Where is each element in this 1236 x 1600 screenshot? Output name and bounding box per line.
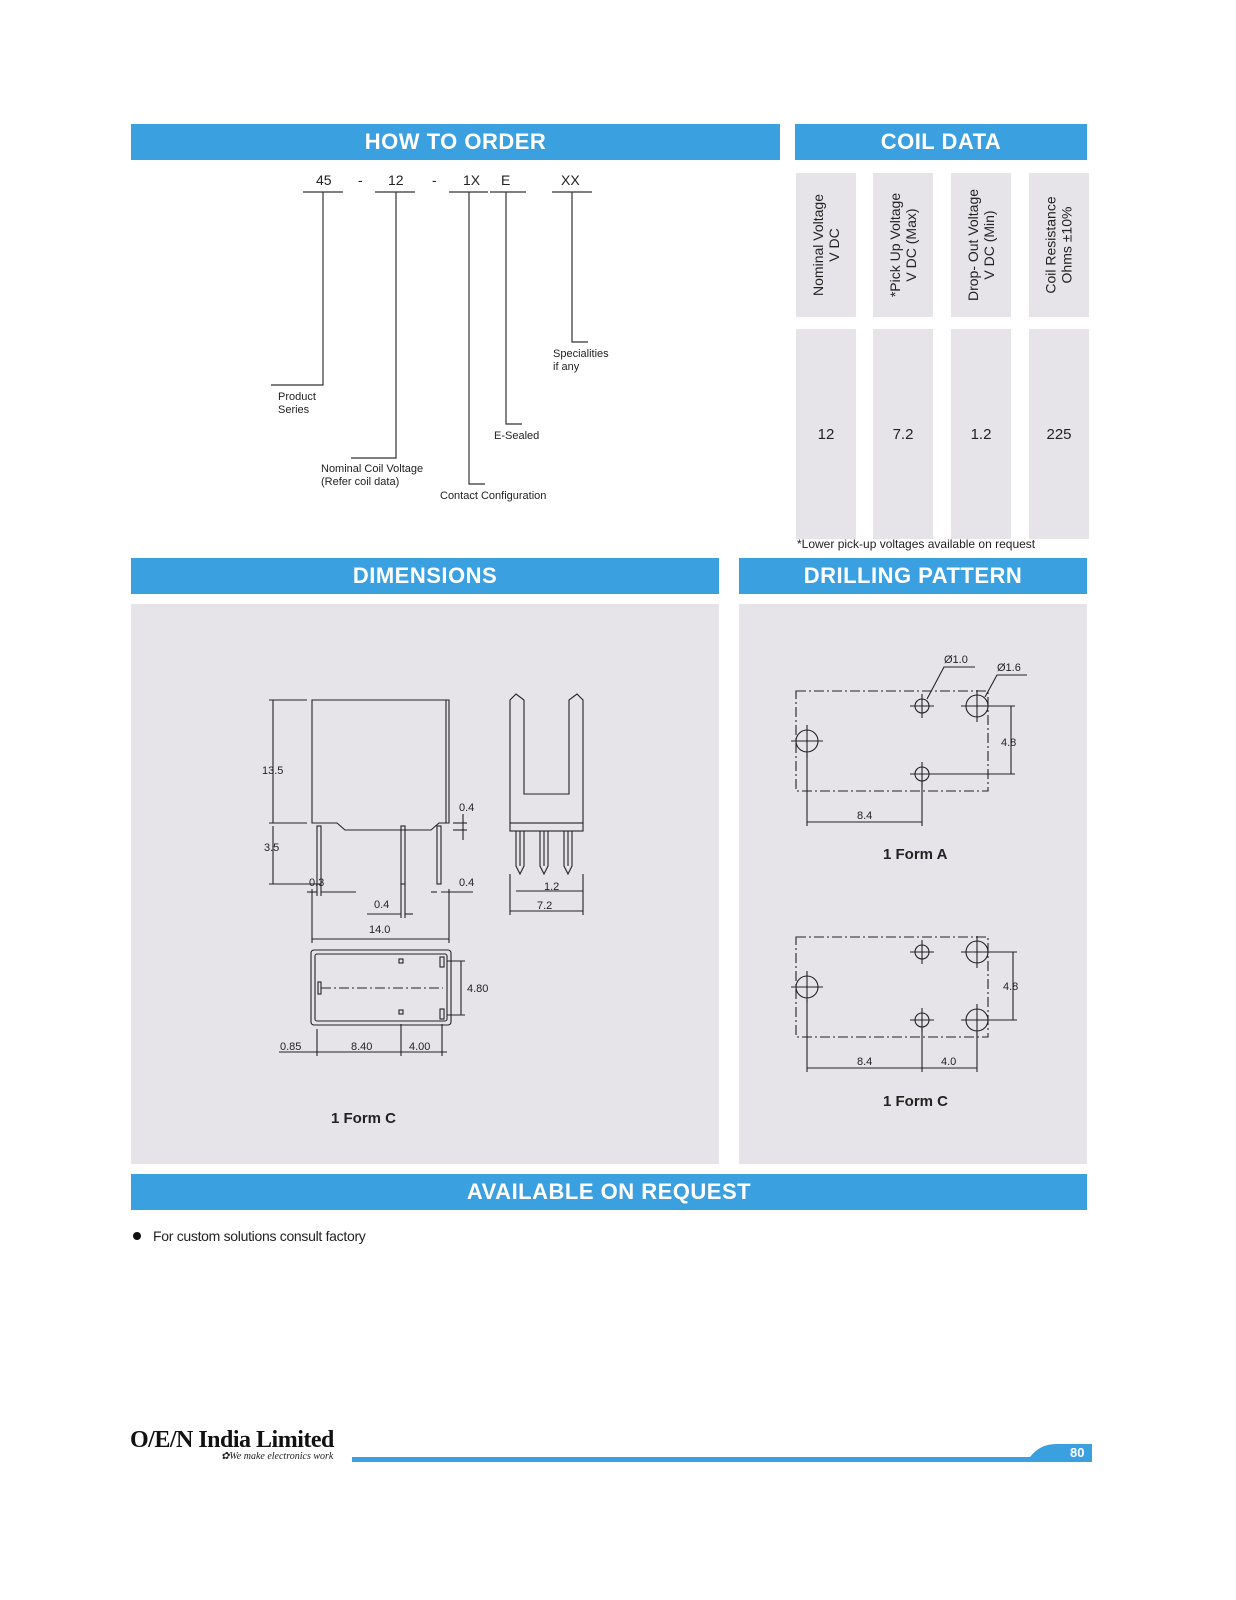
dim-7-2: 7.2 <box>537 900 552 912</box>
drilling-form-c-label: 1 Form C <box>883 1093 949 1110</box>
coil-data-title: COIL DATA <box>880 129 1002 154</box>
dim-0-4-c: 0.4 <box>374 899 389 911</box>
how-to-order-header: HOW TO ORDER <box>131 124 780 160</box>
footer-rule <box>352 1444 1092 1462</box>
label-product-series: Product Series <box>278 391 316 416</box>
drilling-pattern-header: DRILLING PATTERN <box>739 558 1087 594</box>
dim-14-0: 14.0 <box>369 924 390 936</box>
coil-header-nominal: Nominal Voltage V DC <box>796 173 856 317</box>
available-on-request-header: AVAILABLE ON REQUEST <box>131 1174 1087 1210</box>
dimensions-drawing: 13.5 3.5 0.4 0.3 0.4 0.4 14.0 1.2 7.2 4.… <box>262 693 584 1056</box>
dim-0-3: 0.3 <box>309 877 324 889</box>
coil-header-resistance: Coil Resistance Ohms ±10% <box>1029 173 1089 317</box>
order-voltage: 12 <box>388 172 404 188</box>
dim-13-5: 13.5 <box>262 765 283 777</box>
drill-a-4-8: 4.8 <box>1001 737 1016 749</box>
footer-logo: O/E/N India Limited <box>130 1427 334 1454</box>
dim-0-4-b: 0.4 <box>459 877 474 889</box>
coil-footnote: *Lower pick-up voltages available on req… <box>797 537 1036 551</box>
dimensions-form-label: 1 Form C <box>331 1110 397 1127</box>
drill-a-dia-small: Ø1.0 <box>944 654 968 666</box>
bullet-dot-icon <box>133 1232 141 1240</box>
available-on-request-title: AVAILABLE ON REQUEST <box>466 1179 752 1204</box>
drill-c-8-4: 8.4 <box>857 1056 872 1068</box>
available-bullet-text: For custom solutions consult factory <box>153 1228 366 1244</box>
logo-text: O/E/N India Limited <box>130 1427 334 1453</box>
coil-header-dropout: Drop- Out Voltage V DC (Min) <box>951 173 1011 317</box>
label-e-sealed: E-Sealed <box>494 430 540 442</box>
coil-value-resistance: 225 <box>1029 329 1089 539</box>
drilling-form-a-label: 1 Form A <box>883 846 948 863</box>
order-dash-2: - <box>432 172 437 188</box>
label-specialities: Specialities if any <box>553 348 609 373</box>
dim-0-85: 0.85 <box>280 1041 301 1053</box>
drilling-drawing: Ø1.0 Ø1.6 4.8 8.4 4.8 8.4 4.0 <box>791 654 1027 1072</box>
coil-value-nominal: 12 <box>796 329 856 539</box>
tagline-text: We make electronics work <box>229 1451 334 1462</box>
order-dash-1: - <box>358 172 363 188</box>
order-sealed: E <box>501 172 511 188</box>
drill-c-4-0: 4.0 <box>941 1056 956 1068</box>
dim-8-40: 8.40 <box>351 1041 372 1053</box>
coil-value-dropout: 1.2 <box>951 329 1011 539</box>
dimensions-title: DIMENSIONS <box>352 563 498 588</box>
dim-3-5: 3.5 <box>264 842 279 854</box>
available-bullet-item: For custom solutions consult factory <box>133 1228 366 1244</box>
order-special: XX <box>561 172 580 188</box>
dim-4-00: 4.00 <box>409 1041 430 1053</box>
order-series: 45 <box>316 172 332 188</box>
flower-icon: ✿ <box>221 1451 230 1462</box>
drill-a-dia-large: Ø1.6 <box>997 662 1021 674</box>
how-to-order-title: HOW TO ORDER <box>364 129 547 154</box>
coil-data-header: COIL DATA <box>795 124 1087 160</box>
dimensions-header: DIMENSIONS <box>131 558 719 594</box>
drilling-pattern-title: DRILLING PATTERN <box>803 563 1023 588</box>
drilling-panel <box>739 604 1087 1164</box>
drill-c-4-8: 4.8 <box>1003 981 1018 993</box>
drill-a-8-4: 8.4 <box>857 810 872 822</box>
coil-value-pickup: 7.2 <box>873 329 933 539</box>
dim-4-80: 4.80 <box>467 983 488 995</box>
page-number: 80 <box>1070 1445 1085 1460</box>
footer-tagline: ✿We make electronics work <box>221 1451 333 1462</box>
order-contact: 1X <box>463 172 481 188</box>
dim-0-4-a: 0.4 <box>459 802 474 814</box>
coil-header-pickup: *Pick Up Voltage V DC (Max) <box>873 173 933 317</box>
label-nominal-coil-voltage: Nominal Coil Voltage (Refer coil data) <box>321 463 424 488</box>
dimensions-panel <box>131 604 719 1164</box>
dim-1-2: 1.2 <box>544 881 559 893</box>
label-contact-configuration: Contact Configuration <box>440 490 547 502</box>
order-code-diagram <box>271 191 592 485</box>
